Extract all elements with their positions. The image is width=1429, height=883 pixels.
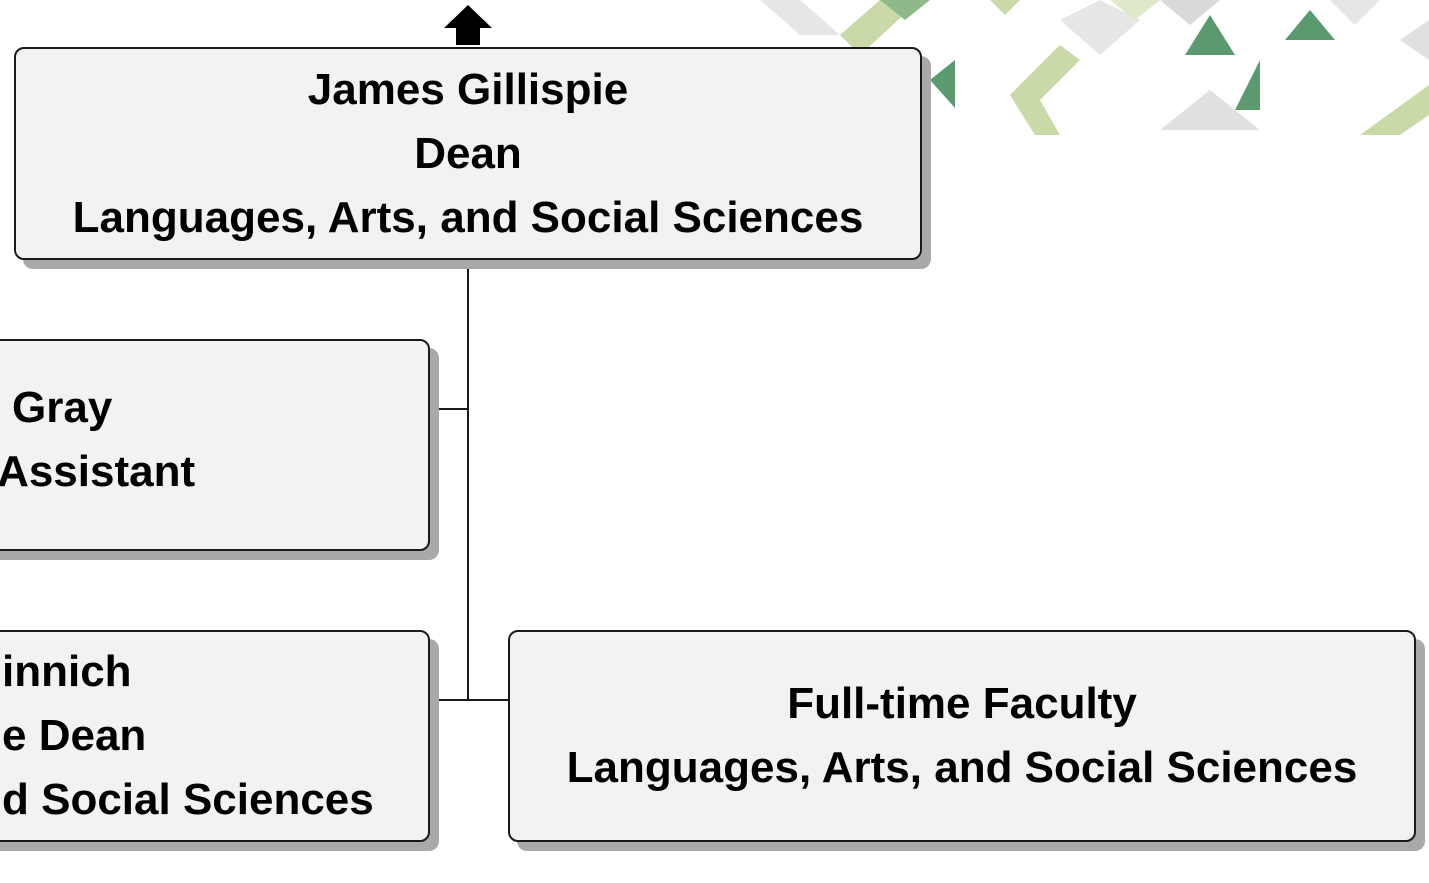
dean-department: Languages, Arts, and Social Sciences [72,192,864,242]
associate-dean-name: innich [2,647,132,696]
faculty-department: Languages, Arts, and Social Sciences [566,743,1358,792]
faculty-box: Full-time Faculty Languages, Arts, and S… [508,630,1416,842]
faculty-name: Full-time Faculty [787,679,1137,728]
dean-box: James Gillispie Dean Languages, Arts, an… [14,47,922,260]
associate-dean-title: e Dean [2,711,147,760]
assistant-title: e Assistant [0,447,196,496]
arrow-up-icon [444,5,492,45]
dean-name: James Gillispie [307,64,629,114]
associate-dean-department: d Social Sciences [2,775,374,824]
assistant-name: Gray [12,383,113,432]
associate-dean-box: innich e Dean d Social Sciences [0,630,430,842]
dean-title: Dean [414,128,522,178]
assistant-box: Gray e Assistant [0,339,430,551]
decorative-shapes [760,0,1429,135]
